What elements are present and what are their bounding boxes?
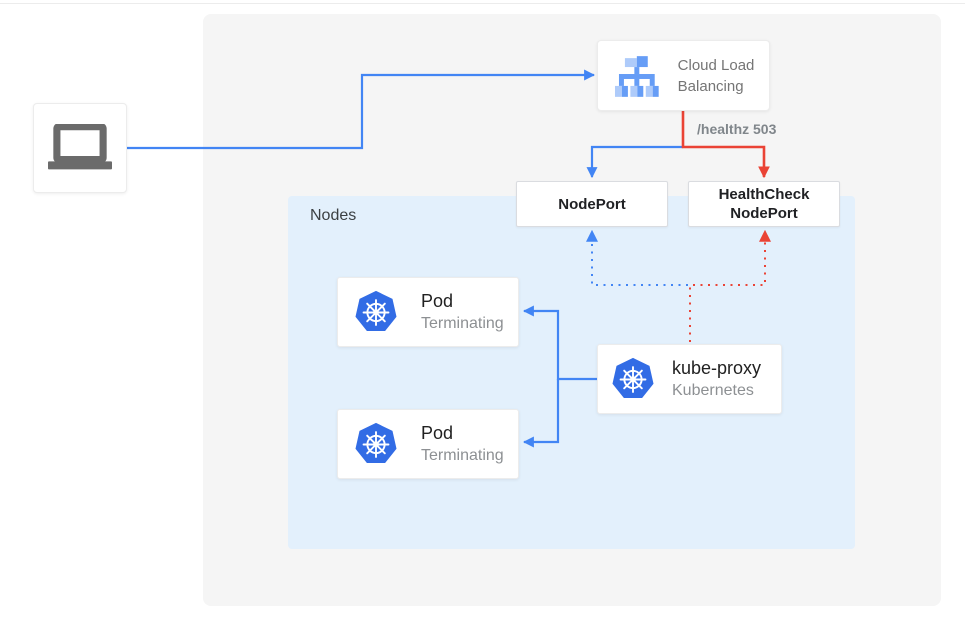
kubernetes-helm-icon	[355, 290, 397, 331]
kube-proxy-title: kube-proxy	[672, 358, 762, 378]
kubernetes-helm-icon	[612, 357, 654, 398]
page-top-divider	[0, 3, 965, 4]
pod-node-1: Pod Terminating	[337, 277, 519, 347]
load-balancer-label: Cloud Load Balancing	[677, 56, 755, 95]
nodeport-node: NodePort	[516, 181, 668, 227]
healthz-status-label: /healthz 503	[697, 121, 777, 137]
cloud-load-balancing-node: Cloud Load Balancing	[597, 40, 770, 111]
kubernetes-helm-icon	[355, 422, 397, 463]
healthcheck-nodeport-node: HealthCheck NodePort	[688, 181, 840, 227]
pod-status: Terminating	[421, 447, 504, 464]
client-node	[33, 103, 127, 193]
healthcheck-nodeport-label: HealthCheck NodePort	[718, 186, 810, 222]
nodeport-label: NodePort	[558, 195, 626, 213]
pod-title: Pod	[421, 291, 454, 311]
pod-node-2: Pod Terminating	[337, 409, 519, 479]
nodes-label: Nodes	[310, 207, 357, 224]
pod-title: Pod	[421, 423, 454, 443]
kube-proxy-node: kube-proxy Kubernetes	[597, 344, 782, 414]
kube-proxy-subtitle: Kubernetes	[672, 382, 754, 399]
laptop-icon	[48, 124, 112, 170]
pod-status: Terminating	[421, 315, 504, 332]
load-balancer-icon	[614, 55, 659, 97]
